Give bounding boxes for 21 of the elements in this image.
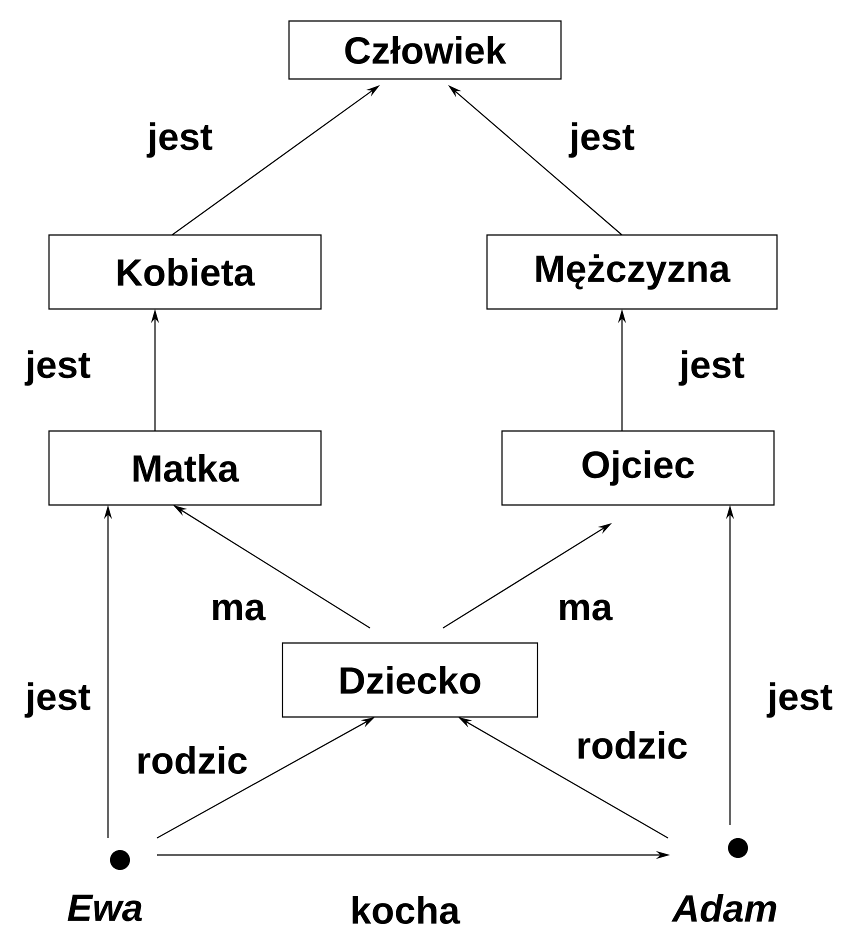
concept-box: Ojciec [501,430,775,506]
point-dot [110,850,130,870]
concept-box: Człowiek [288,20,562,80]
edge-label: jest [24,349,92,387]
edge-label: ma [210,598,266,622]
edge-label: jest [146,121,214,159]
edge-label: jest [568,121,636,159]
edge-label: rodzic [575,730,689,760]
concept-box: Mężczyzna [486,234,778,310]
edge-label: ma [556,598,614,622]
edge-label: rodzic [135,745,249,775]
edge-label: jest [766,681,834,719]
node-label: Ewa [68,894,142,922]
node-label: Adam [671,894,776,922]
edge-label: jest [678,349,746,387]
point-dot [728,838,748,858]
concept-box: Kobieta [48,234,322,310]
edge-label: kocha [349,895,461,925]
edge-label: jest [24,681,92,719]
concept-box: Dziecko [282,642,538,718]
concept-box: Matka [48,430,322,506]
